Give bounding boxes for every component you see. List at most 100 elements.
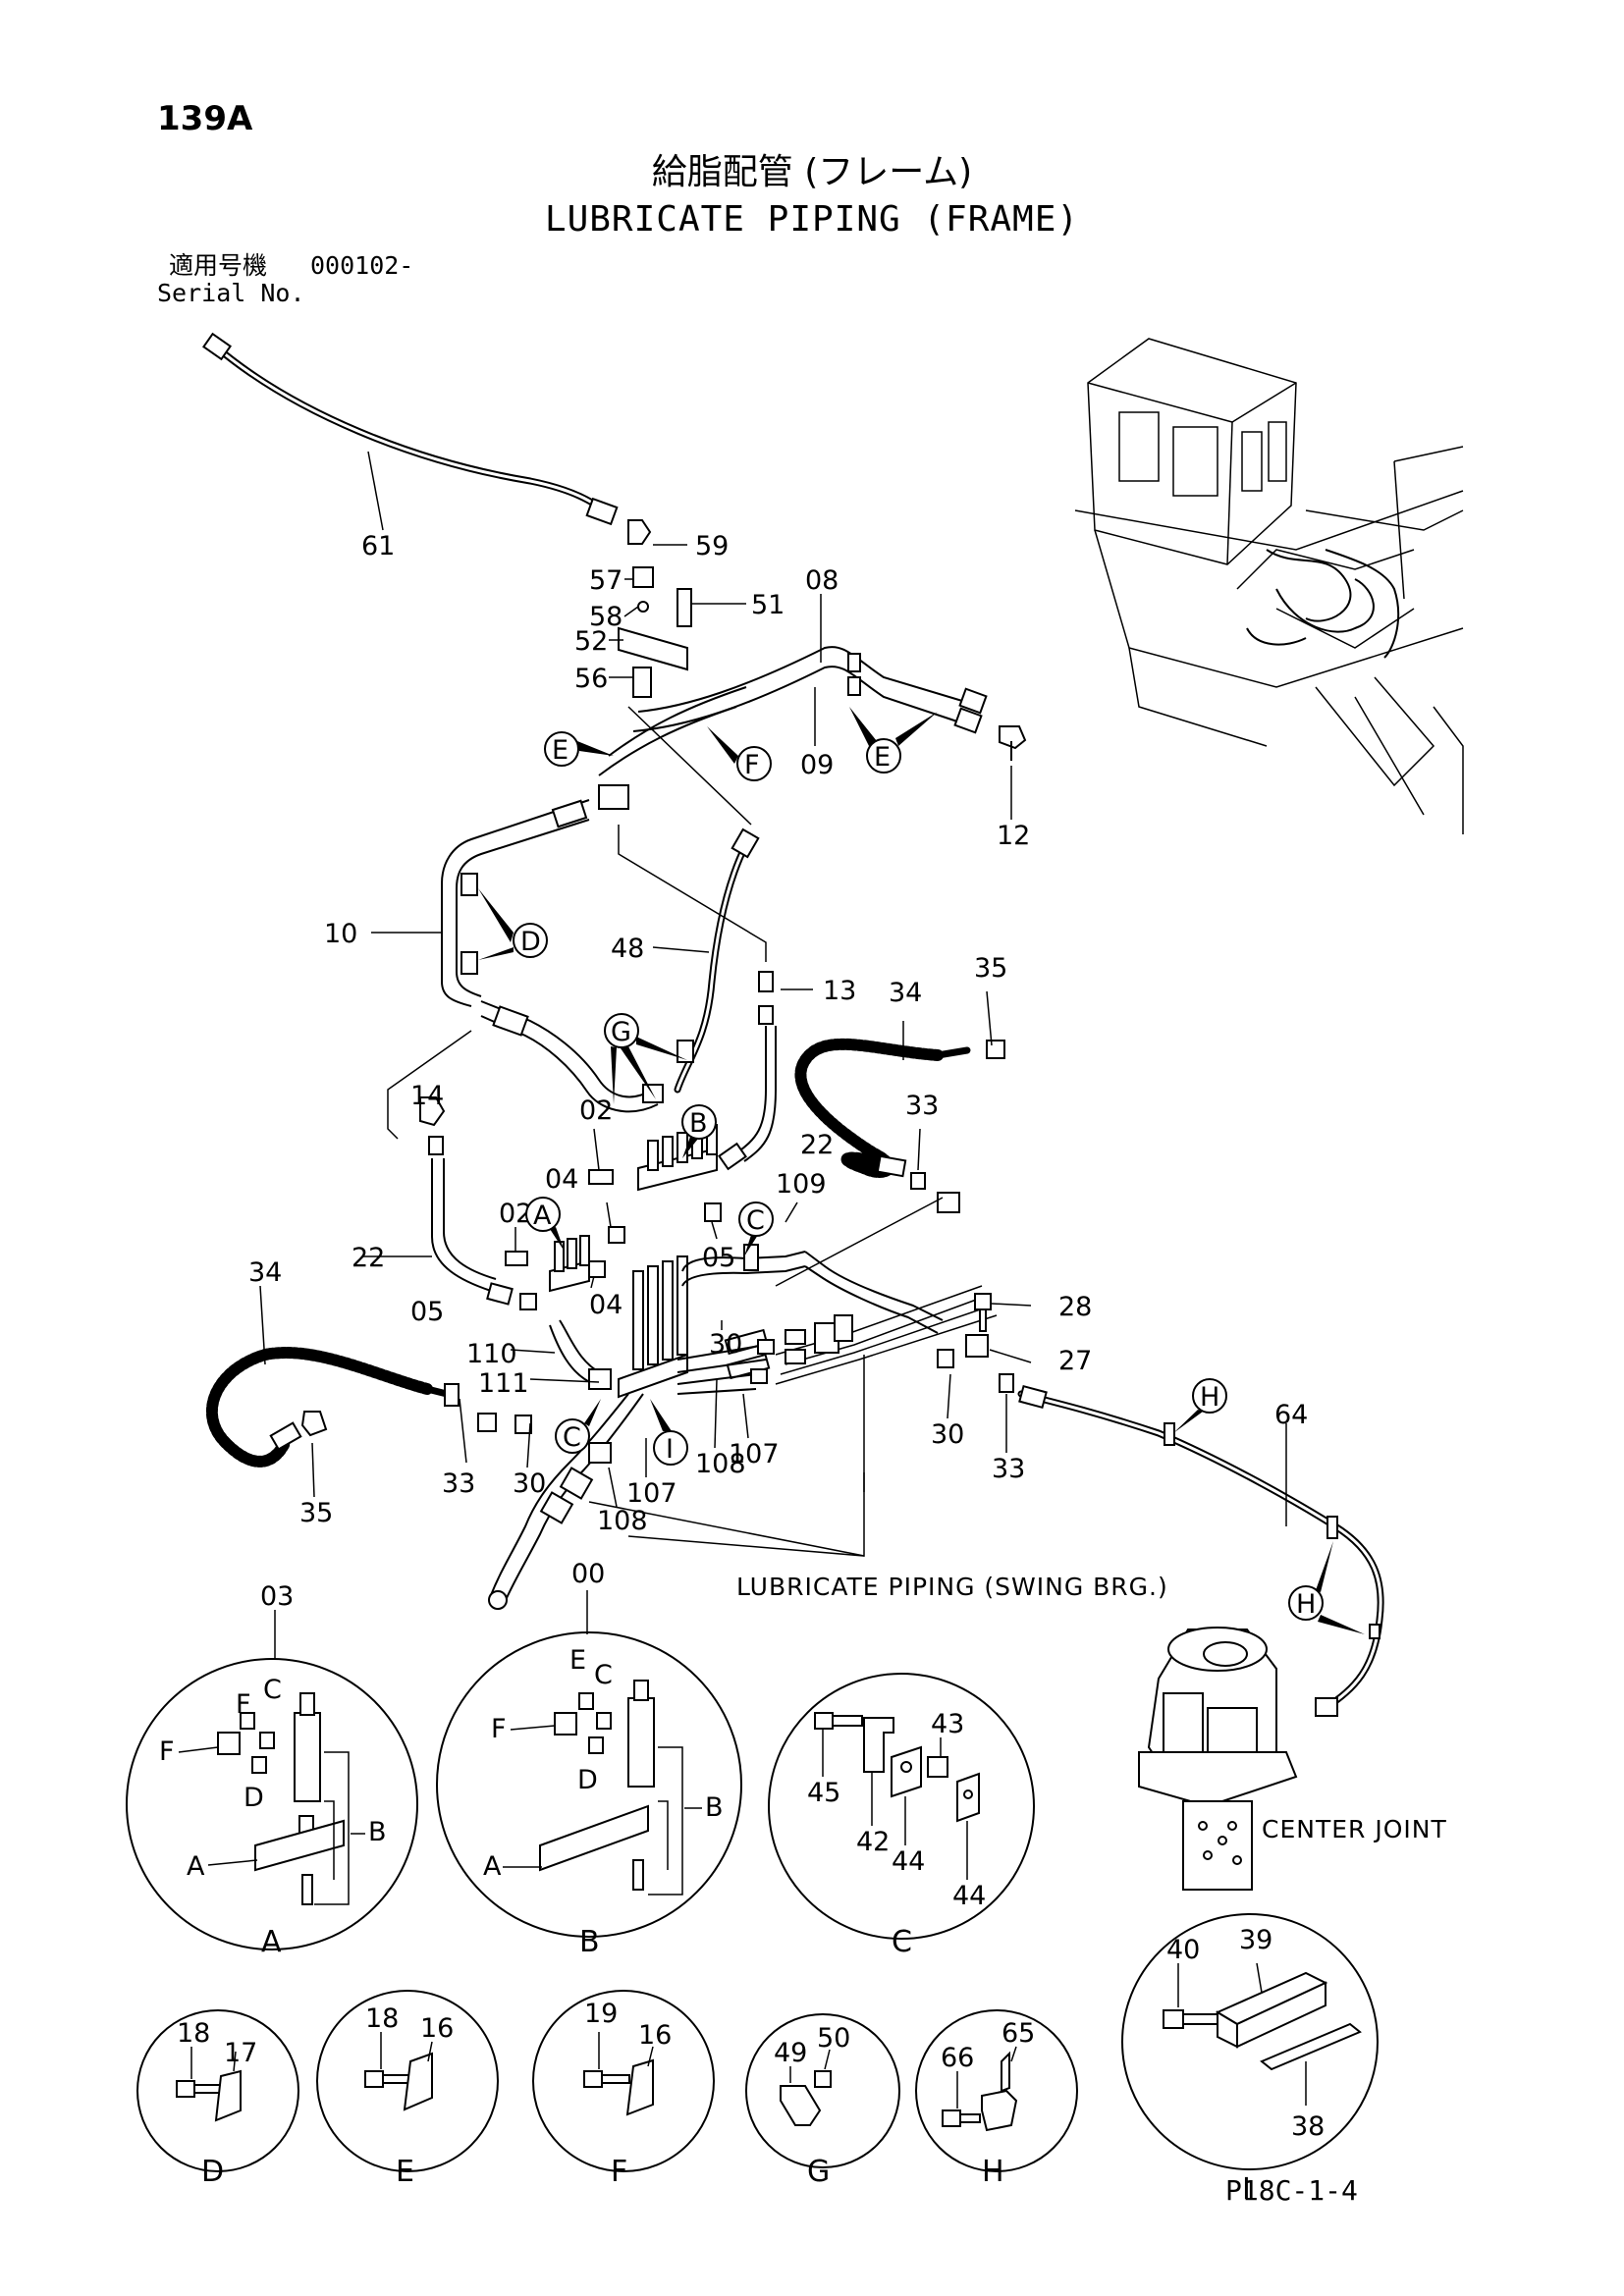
callout-08: 08: [805, 565, 839, 596]
detail-view-C: 43 45 42 44 44 C: [768, 1673, 1035, 1959]
detail-I-callout-39: 39: [1239, 1925, 1272, 1955]
detail-view-B: E C F D B A B: [436, 1590, 742, 1959]
callout-13: 13: [823, 976, 856, 1006]
detail-F-callout-19: 19: [584, 1999, 618, 2029]
detail-C-callout-45: 45: [807, 1778, 840, 1808]
callout-61: 61: [361, 531, 395, 561]
detail-I-callout-40: 40: [1166, 1935, 1200, 1965]
callout-35-left: 35: [299, 1498, 333, 1528]
callout-56: 56: [574, 664, 608, 694]
ref-letter-F-1: F: [736, 746, 772, 781]
distributor-block-upper: [637, 1124, 718, 1192]
svg-text:E: E: [552, 735, 568, 766]
detail-D-callout-18: 18: [177, 2018, 210, 2049]
detail-H-callout-65: 65: [1001, 2018, 1035, 2049]
callout-02-right: 02: [579, 1095, 613, 1126]
machine-overview-illustration: [1074, 338, 1464, 834]
callout-03: 03: [260, 1581, 294, 1612]
ref-letter-E-2: E: [866, 738, 901, 774]
note-swing-brg: LUBRICATE PIPING (SWING BRG.): [736, 1573, 1168, 1601]
detail-B-part-A: A: [483, 1851, 502, 1882]
detail-E-callout-16: 16: [420, 2013, 454, 2044]
callout-numbers: 61 59 57 51 08 58 52 56 09 12 10 48 13 3…: [248, 531, 1308, 1612]
callout-52: 52: [574, 626, 608, 657]
detail-I-callout-38: 38: [1291, 2111, 1325, 2142]
callout-30-left: 30: [513, 1468, 546, 1499]
detail-D-label: D: [201, 2155, 224, 2189]
detail-B-part-F: F: [491, 1714, 507, 1744]
callout-30-right: 30: [931, 1419, 964, 1450]
detail-view-G: 49 50 G: [745, 2013, 900, 2189]
detail-view-E: 18 16 E: [316, 1990, 499, 2189]
detail-A-part-F: F: [159, 1736, 175, 1767]
callout-22-left: 22: [352, 1243, 385, 1273]
detail-F-callout-16: 16: [638, 2020, 672, 2051]
detail-G-callout-49: 49: [774, 2038, 807, 2068]
center-joint-illustration: [1138, 1627, 1298, 1891]
detail-C-callout-44-a: 44: [892, 1846, 925, 1877]
svg-text:B: B: [689, 1108, 708, 1139]
ref-letter-B-1: B: [681, 1104, 717, 1140]
callout-59: 59: [695, 531, 729, 561]
callout-64: 64: [1274, 1400, 1308, 1430]
callout-28: 28: [1058, 1292, 1092, 1322]
callout-111: 111: [478, 1368, 529, 1399]
callout-22-right: 22: [800, 1130, 834, 1160]
detail-B-part-B: B: [705, 1792, 724, 1823]
detail-F-label: F: [611, 2155, 627, 2189]
lubricate-piping-main: [202, 332, 1384, 1891]
svg-text:H: H: [1200, 1382, 1219, 1413]
detail-C-callout-42: 42: [856, 1827, 890, 1857]
callout-04-lower: 04: [589, 1290, 623, 1320]
callout-14: 14: [410, 1081, 444, 1111]
callout-09: 09: [800, 750, 834, 780]
title-english: LUBRICATE PIPING (FRAME): [544, 199, 1080, 240]
callout-107-left: 107: [626, 1478, 677, 1509]
callout-107-right: 107: [729, 1439, 780, 1469]
callout-48: 48: [611, 934, 644, 964]
detail-A-part-B: B: [368, 1817, 387, 1847]
svg-text:I: I: [666, 1434, 674, 1465]
callout-33-right: 33: [992, 1454, 1025, 1484]
svg-text:E: E: [874, 742, 891, 773]
ref-letter-E-1: E: [544, 731, 579, 767]
detail-A-part-C: C: [263, 1675, 282, 1705]
callout-33-left: 33: [442, 1468, 475, 1499]
callout-58: 58: [589, 602, 623, 632]
title-japanese: 給脂配管 (フレーム): [651, 152, 973, 192]
svg-text:C: C: [563, 1422, 581, 1453]
ref-letter-C-2: C: [555, 1418, 590, 1454]
ref-letter-G-1: G: [604, 1013, 639, 1048]
footer-code: P18C-1-4: [1225, 2174, 1358, 2207]
detail-A-part-D: D: [244, 1783, 264, 1813]
note-center-joint: CENTER JOINT: [1262, 1815, 1447, 1843]
callout-35-right: 35: [974, 953, 1007, 984]
callout-108-right: 108: [695, 1449, 746, 1479]
ref-letter-D-1: D: [513, 923, 548, 958]
detail-view-D: 18 17 D: [136, 2009, 299, 2189]
callout-108-left: 108: [597, 1506, 648, 1536]
detail-C-callout-44-b: 44: [952, 1881, 986, 1911]
ref-letter-H-1: H: [1192, 1378, 1227, 1414]
callout-57: 57: [589, 565, 623, 596]
ref-letter-C-1: C: [738, 1201, 774, 1237]
callout-30-upper: 30: [709, 1329, 742, 1360]
svg-text:F: F: [744, 750, 760, 780]
reference-letter-callouts: E F E D G B A C C I H H: [478, 707, 1365, 1634]
detail-C-label: C: [892, 1925, 912, 1959]
callout-leaders: [259, 451, 1287, 1526]
callout-05-upper: 05: [702, 1243, 735, 1273]
detail-E-label: E: [396, 2155, 414, 2189]
ref-letter-A-1: A: [525, 1197, 561, 1232]
callout-00: 00: [571, 1559, 605, 1589]
detail-G-callout-50: 50: [817, 2023, 850, 2054]
detail-view-H: 66 65 H: [915, 2009, 1078, 2189]
detail-D-callout-17: 17: [224, 2038, 257, 2068]
distributor-block-small: [549, 1235, 590, 1293]
detail-E-callout-18: 18: [365, 2003, 399, 2034]
detail-view-I: 40 39 38 I: [1121, 1913, 1379, 2207]
detail-G-label: G: [807, 2155, 830, 2189]
callout-04-upper: 04: [545, 1164, 578, 1195]
detail-view-F: 19 16 F: [532, 1990, 715, 2189]
